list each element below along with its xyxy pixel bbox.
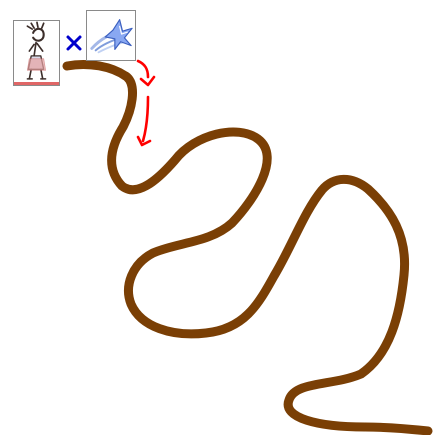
red-hint-arrows-icon [130, 55, 165, 155]
comet-sparkle-card[interactable] [86, 10, 136, 61]
walking-figure-icon [14, 21, 59, 85]
x-marker-icon [64, 33, 84, 53]
comet-sparkle-icon [87, 11, 135, 60]
walking-figure-card[interactable] [13, 20, 60, 86]
